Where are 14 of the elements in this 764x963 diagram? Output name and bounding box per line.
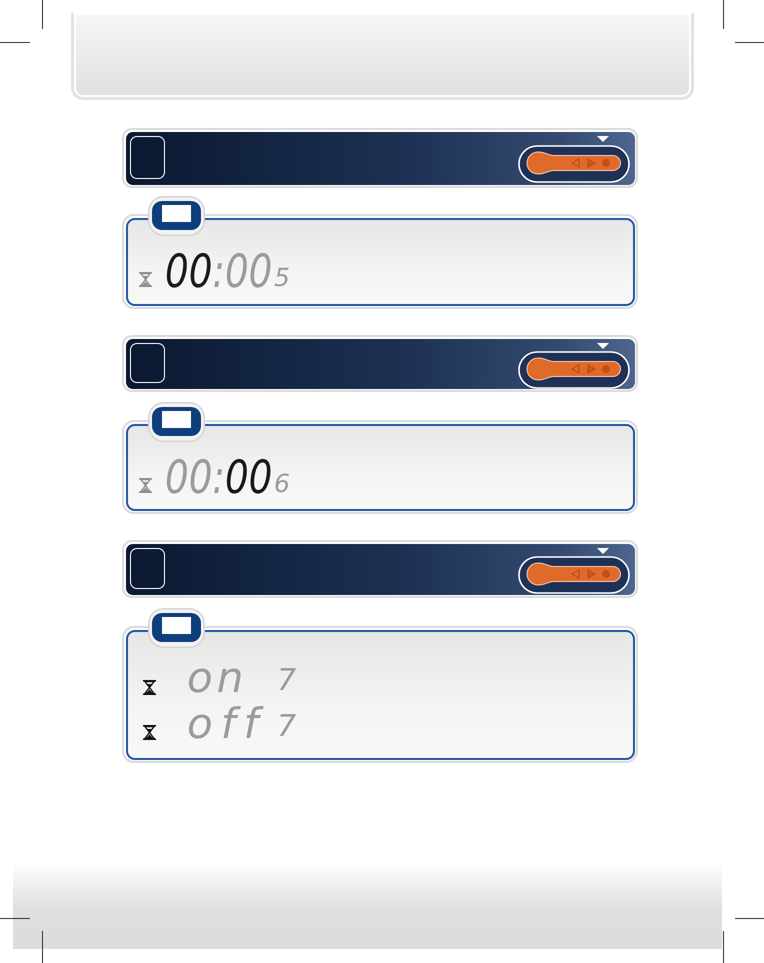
lcd-small-digit: 6 (274, 471, 290, 496)
lcd-display-panel (122, 626, 638, 763)
title-band (122, 128, 638, 188)
lcd-small-digit: 7 (277, 666, 296, 696)
lcd-text: on (187, 657, 248, 699)
title-band (122, 540, 638, 598)
lcd-text: off (187, 703, 266, 745)
lcd-display-panel (122, 420, 638, 514)
lcd-small-digit: 7 (277, 712, 296, 742)
lcd-digits: 00:00 (165, 248, 272, 294)
lcd-digits: 00:00 (165, 454, 272, 500)
title-band (122, 335, 638, 392)
lcd-display-panel (122, 214, 638, 309)
lcd-small-digit: 5 (274, 265, 290, 290)
